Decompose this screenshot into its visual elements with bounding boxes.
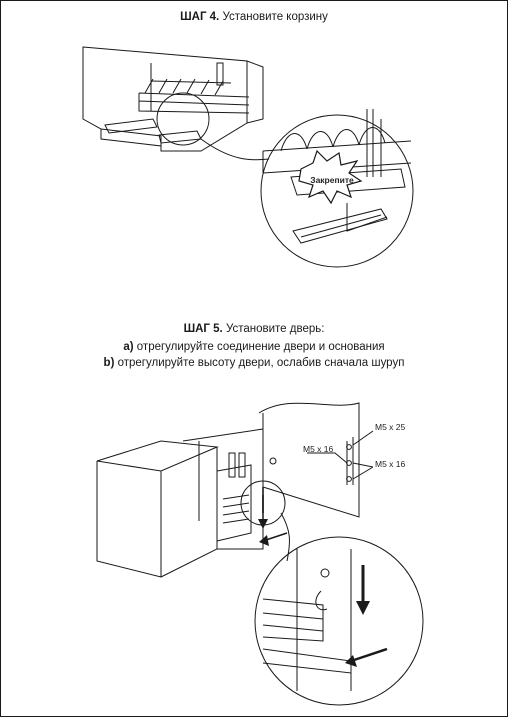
screw-label-right: M5 x 16: [375, 459, 406, 469]
step5-a-text: отрегулируйте соединение двери и основан…: [136, 341, 385, 353]
step5-label: ШАГ 5.: [183, 323, 223, 335]
step4-label: ШАГ 4.: [180, 11, 220, 23]
step5-heading: ШАГ 5. Установите дверь:: [1, 323, 507, 335]
callout-starburst: [298, 149, 363, 205]
step5-title: Установите дверь:: [225, 323, 325, 335]
step4-title: Установите корзину: [222, 11, 328, 23]
step4-illustration: Закрепите: [82, 46, 414, 268]
step5-a-line: a) отрегулируйте соединение двери и осно…: [1, 341, 507, 353]
step4-heading: ШАГ 4. Установите корзину: [1, 11, 507, 23]
step5-b-text: отрегулируйте высоту двери, ослабив снач…: [117, 357, 405, 369]
step5-a-label: a): [123, 341, 134, 353]
step5-b-label: b): [103, 357, 115, 369]
screw-label-left: M5 x 16: [303, 444, 334, 454]
screw-label-top: M5 x 25: [375, 422, 406, 432]
step4-callout: Закрепите: [310, 175, 354, 185]
step5-b-line: b) отрегулируйте высоту двери, ослабив с…: [1, 357, 507, 369]
